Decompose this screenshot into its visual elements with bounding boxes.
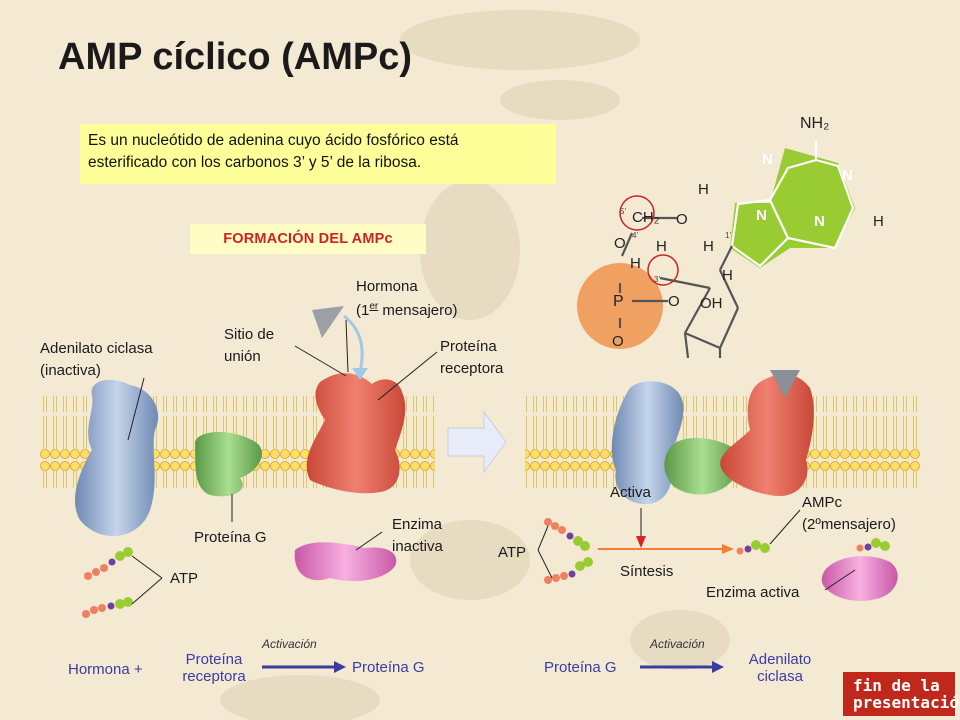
hormone-bound bbox=[770, 370, 800, 398]
flow-right-target-2: ciclasa bbox=[757, 668, 803, 685]
label-adenilato-1: Adenilato ciclasa bbox=[40, 340, 153, 357]
enzyme-inactive bbox=[294, 542, 397, 582]
ring-oxygen: O bbox=[676, 211, 688, 228]
o-3-prime: O bbox=[668, 293, 680, 310]
camp-molecule: NH₂ N N N N H H H H H H CH₂ O O O P OH O… bbox=[577, 115, 884, 358]
nh2-label: NH₂ bbox=[800, 115, 829, 132]
label-proteina-2: receptora bbox=[440, 360, 504, 377]
phosphate-circle bbox=[577, 263, 663, 349]
adenylate-cyclase-active bbox=[611, 381, 684, 505]
pointer-lines-right bbox=[537, 509, 856, 591]
label-atp-left: ATP bbox=[170, 570, 199, 587]
flow-left-receptora-1: Proteína bbox=[185, 651, 243, 668]
label-sitio-2: unión bbox=[224, 348, 261, 365]
label-enzima-activa: Enzima activa bbox=[706, 584, 800, 601]
label-proteina-g: Proteína G bbox=[194, 529, 267, 546]
pointer-lines-left bbox=[127, 319, 438, 605]
hormone-molecule bbox=[312, 306, 344, 338]
h-atom-1: H bbox=[698, 181, 709, 198]
label-sitio-1: Sitio de bbox=[224, 326, 275, 343]
receptor-protein-left bbox=[306, 373, 406, 494]
phosphorus: P bbox=[613, 293, 624, 310]
h-atom-4: H bbox=[703, 238, 714, 255]
o-5-prime: O bbox=[614, 235, 626, 252]
transition-arrow bbox=[447, 410, 507, 474]
n-atom-4: N bbox=[814, 213, 825, 230]
label-proteina-1: Proteína bbox=[440, 338, 497, 355]
label-primer-sup: er bbox=[369, 301, 379, 312]
label-hormona: Hormona bbox=[356, 278, 418, 295]
label-enzima-2: inactiva bbox=[392, 538, 443, 555]
label-adenilato-2: (inactiva) bbox=[40, 362, 101, 379]
flow-left-activacion: Activación bbox=[262, 637, 317, 651]
page-title: AMP cíclico (AMPc) bbox=[58, 36, 413, 78]
oh-label: OH bbox=[700, 295, 723, 312]
flow-right-target: Adenilato ciclasa bbox=[734, 651, 826, 685]
h-atom-3: H bbox=[656, 238, 667, 255]
c1-mark: 1’ bbox=[725, 231, 731, 240]
label-primer: (1 bbox=[356, 302, 370, 319]
c5-mark: 5’ bbox=[620, 207, 626, 216]
end-button-line-1: fin de la bbox=[853, 676, 940, 695]
label-mensajero: mensajero) bbox=[378, 302, 458, 319]
atp-molecule-left-2 bbox=[82, 597, 133, 618]
label-ampc-1: AMPc bbox=[802, 494, 843, 511]
flow-left-hormona: Hormona + bbox=[68, 661, 143, 678]
n-atom-2: N bbox=[842, 167, 853, 184]
flow-left-receptora-2: receptora bbox=[182, 668, 246, 685]
flow-arrow-left-head bbox=[334, 661, 346, 673]
synthesis-arrow-head bbox=[722, 544, 734, 554]
hormone-arrow-head bbox=[352, 368, 368, 380]
label-activa: Activa bbox=[610, 484, 651, 501]
label-ampc-2: (2ºmensajero) bbox=[802, 516, 896, 533]
c3-highlight bbox=[647, 254, 679, 286]
label-sintesis: Síntesis bbox=[620, 563, 674, 580]
end-button-line-2: presentación bbox=[853, 693, 960, 712]
end-presentation-button[interactable]: fin de la presentación bbox=[843, 672, 960, 716]
g-protein-left bbox=[195, 431, 262, 497]
atp-molecule-right-2 bbox=[544, 557, 593, 584]
adenylate-cyclase-inactive bbox=[75, 379, 159, 537]
flow-left-target: Proteína G bbox=[352, 659, 425, 676]
g-protein-right bbox=[664, 437, 741, 495]
h-atom-6: H bbox=[722, 267, 733, 284]
intro-box: Es un nucleótido de adenina cuyo ácido f… bbox=[80, 124, 556, 184]
adenine-ring-6 bbox=[770, 148, 855, 248]
flow-left-receptora: Proteína receptora bbox=[172, 651, 256, 685]
flow-arrow-right-head bbox=[712, 661, 724, 673]
ch2-label: CH₂ bbox=[632, 209, 660, 226]
h-atom-2: H bbox=[873, 213, 884, 230]
activation-arrow-down-head bbox=[636, 536, 646, 548]
flow-right-activacion: Activación bbox=[650, 637, 705, 651]
n-atom-1: N bbox=[762, 151, 773, 168]
camp-molecule-product bbox=[736, 540, 770, 555]
h-atom-5: H bbox=[630, 255, 641, 272]
o-minus: O bbox=[612, 333, 624, 350]
enzyme-active bbox=[821, 556, 898, 601]
camp-molecule-bound bbox=[856, 538, 890, 552]
flow-right-target-1: Adenilato bbox=[748, 651, 812, 668]
c4-mark: 4’ bbox=[632, 231, 638, 240]
label-atp-right: ATP bbox=[498, 544, 527, 561]
c5-highlight bbox=[619, 195, 655, 231]
n-atom-3: N bbox=[756, 207, 767, 224]
section-title: FORMACIÓN DEL AMPc bbox=[190, 224, 426, 254]
label-primer-mensajero: (1er mensajero) bbox=[356, 296, 457, 322]
flow-right-source: Proteína G bbox=[544, 659, 617, 676]
intro-line-2: esterificado con los carbonos 3’ y 5’ de… bbox=[88, 154, 422, 171]
c3-mark: 3’ bbox=[654, 275, 660, 284]
intro-line-1: Es un nucleótido de adenina cuyo ácido f… bbox=[88, 132, 459, 149]
atp-molecule-left-1 bbox=[84, 547, 133, 580]
hormone-binding-arrow bbox=[343, 314, 364, 373]
label-enzima-1: Enzima bbox=[392, 516, 443, 533]
receptor-protein-right bbox=[720, 374, 814, 496]
atp-molecule-right-1 bbox=[544, 518, 590, 551]
